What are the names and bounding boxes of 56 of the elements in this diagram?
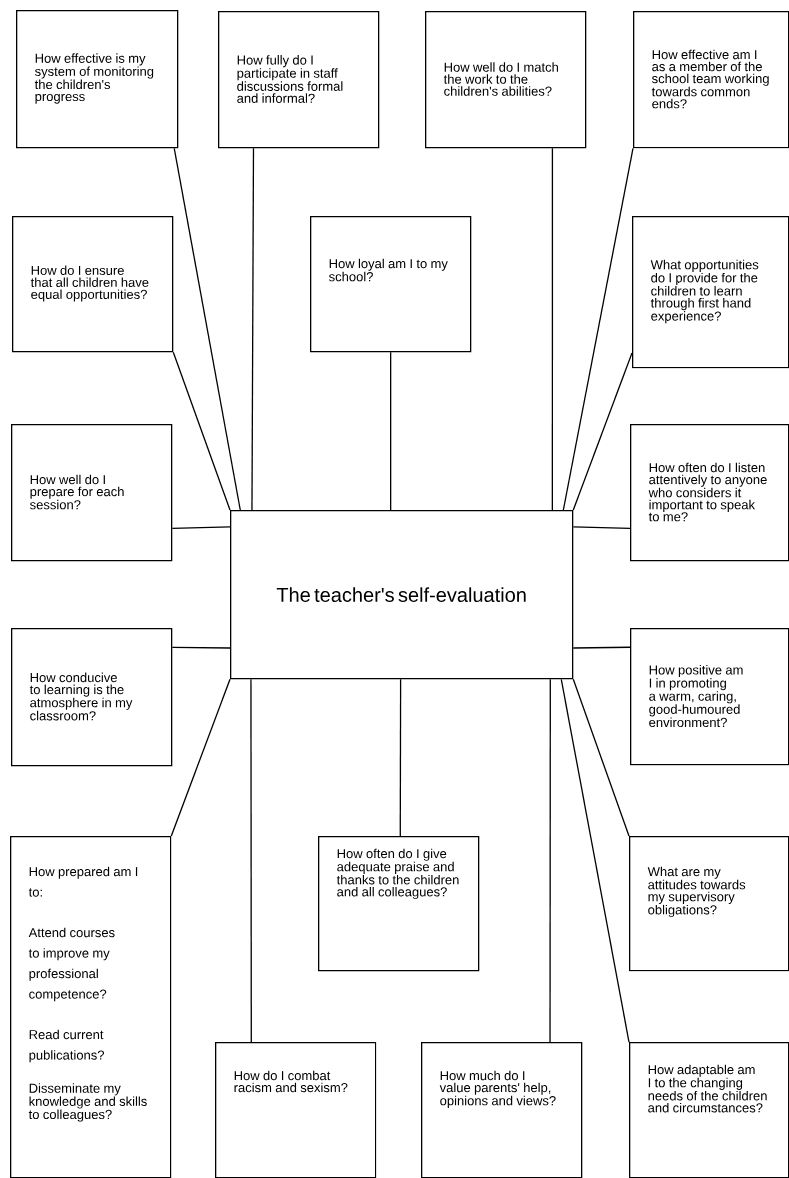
question-text: How much do I value parents' help, opinions and views? bbox=[439, 1070, 556, 1108]
question-text: How well do I match the work to the children's abilities? bbox=[443, 62, 558, 96]
connector-line bbox=[562, 147, 634, 511]
question-box bbox=[630, 628, 789, 766]
connector-line bbox=[390, 351, 392, 511]
question-text: How prepared am I to: Attend courses to improve my professional competence? Read current publications? Disseminate my knowledge and skills to colleagues? bbox=[28, 866, 147, 1122]
question-box bbox=[12, 216, 174, 353]
connector-line bbox=[170, 678, 231, 837]
question-text: How well do I prepare for each session? bbox=[30, 474, 124, 510]
question-text: How effective is my system of monitoring the children's progress bbox=[34, 53, 154, 104]
question-box bbox=[633, 11, 789, 149]
connector-line bbox=[572, 646, 631, 649]
question-text: How loyal am I to my school? bbox=[329, 258, 448, 282]
connector-line bbox=[549, 678, 551, 1043]
connector-line bbox=[560, 678, 630, 1043]
question-text: What are my attitudes towards my supervisory obligations? bbox=[647, 866, 746, 917]
connector-line bbox=[572, 352, 633, 511]
question-text: How adaptable am I to the changing needs of the children and circumstances? bbox=[648, 1064, 767, 1113]
question-box bbox=[11, 424, 173, 562]
question-box bbox=[425, 11, 587, 149]
question-text: How often do I give adequate praise and thanks to the children and all colleagues? bbox=[336, 848, 459, 899]
question-text: How do I ensure that all children have equal opportunities? bbox=[30, 265, 149, 302]
connector-line bbox=[171, 526, 231, 529]
connector-line bbox=[399, 678, 402, 837]
connector-line bbox=[250, 678, 252, 1043]
question-text: How positive am I in promoting a warm, caring, good-humoured environment? bbox=[649, 665, 743, 727]
question-box bbox=[215, 1042, 377, 1178]
question-box bbox=[629, 1042, 789, 1178]
question-box bbox=[10, 836, 172, 1178]
connector-line bbox=[172, 351, 231, 511]
question-box bbox=[632, 216, 789, 369]
question-text: How fully do I participate in staff discussions formal and informal? bbox=[237, 55, 343, 103]
question-box bbox=[629, 836, 789, 972]
question-box bbox=[318, 836, 480, 972]
title-box: The teacher's self-evaluation bbox=[230, 510, 574, 680]
node-label: How prepared am I to: bbox=[28, 866, 138, 897]
question-box bbox=[16, 10, 179, 149]
question-text: What opportunities do I provide for the children to learn through first hand experience? bbox=[650, 259, 759, 324]
question-box bbox=[421, 1042, 583, 1178]
question-text: How conducive to learning is the atmosphere in my classroom? bbox=[29, 672, 133, 721]
question-box bbox=[630, 424, 789, 562]
connector-line bbox=[572, 678, 630, 837]
question-text: How do I combat racism and sexism? bbox=[234, 1070, 348, 1093]
connector-line bbox=[551, 147, 554, 511]
connector-line bbox=[171, 646, 231, 649]
node-label: Attend courses to improve my professional competence? bbox=[28, 927, 115, 1002]
question-box bbox=[310, 216, 472, 353]
node-label: Read current publications? bbox=[29, 1029, 105, 1063]
connector-line bbox=[251, 147, 255, 511]
connector-line bbox=[173, 147, 241, 511]
question-box bbox=[11, 628, 173, 767]
node-label: Disseminate my knowledge and skills to colleagues? bbox=[28, 1083, 147, 1122]
connector-line bbox=[572, 526, 631, 529]
question-text: How effective am I as a member of the school team working towards common ends? bbox=[651, 49, 769, 109]
question-box bbox=[218, 11, 380, 149]
question-text: How often do I listen attentively to anyone who considers it important to speak to me? bbox=[648, 462, 767, 522]
